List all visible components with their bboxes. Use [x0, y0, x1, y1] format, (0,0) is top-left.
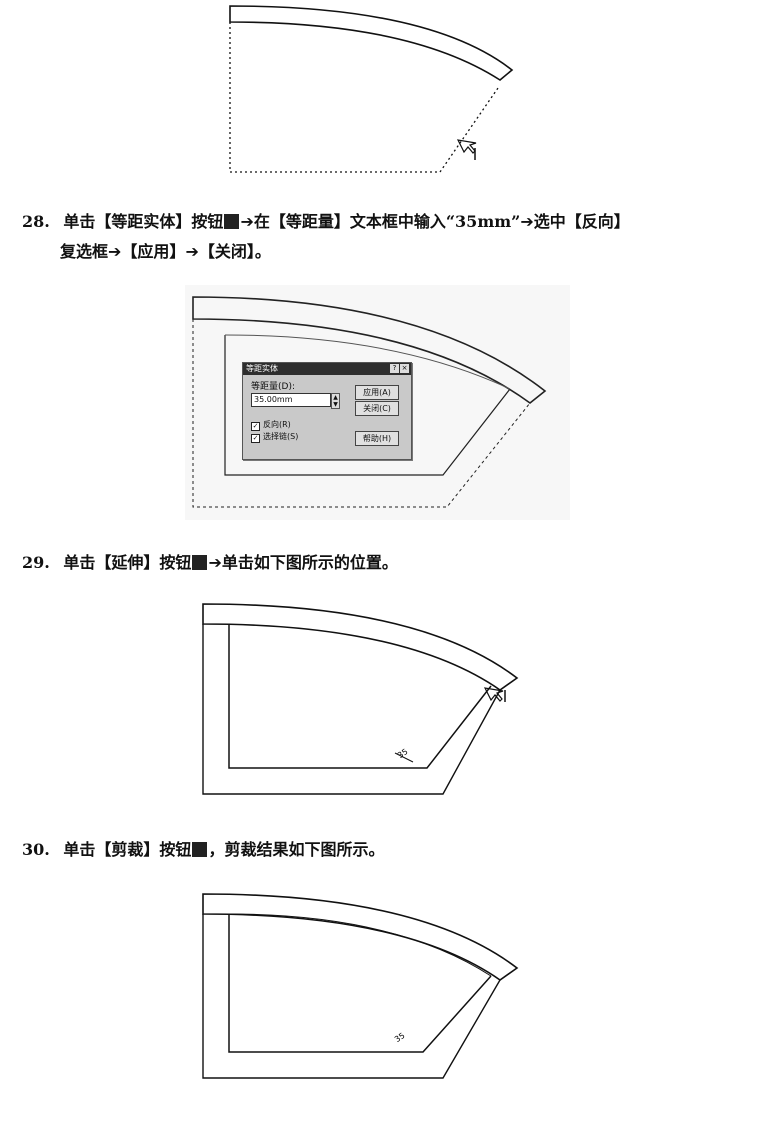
help-button[interactable]: 帮助(H)	[355, 431, 399, 446]
step-29: 29. 单击【延伸】按钮 ➔单击如下图所示的位置。	[22, 549, 398, 577]
step-text: ，剪裁结果如下图所示。	[208, 840, 385, 859]
close-icon[interactable]: ×	[400, 364, 409, 373]
dimension-label: 35	[393, 1031, 407, 1044]
step-30: 30. 单击【剪裁】按钮 ，剪裁结果如下图所示。	[22, 836, 384, 864]
cursor-icon	[483, 687, 504, 702]
dimension-label: 35	[396, 747, 410, 760]
figure-initial-sketch	[229, 5, 514, 173]
dialog-title: 等距实体	[246, 364, 278, 373]
step-text: 单击【延伸】按钮	[63, 553, 192, 572]
offset-entities-dialog: 等距实体 ? × 等距量(D): 35.00mm ▲▼ 应用(A) 关闭(C) …	[242, 362, 412, 460]
step-text: 单击【等距实体】按钮	[63, 212, 224, 231]
button-icon	[192, 842, 208, 857]
cursor-icon	[456, 139, 477, 154]
step-number: 30.	[22, 840, 50, 859]
step-28: 28. 单击【等距实体】按钮➔在【等距量】文本框中输入“35mm”➔选中【反向】	[22, 208, 630, 236]
arrow-icon: ➔	[108, 242, 122, 261]
step-number: 28.	[22, 212, 50, 231]
distance-input[interactable]: 35.00mm	[251, 393, 331, 407]
figure-extend: 35	[202, 603, 519, 795]
chain-label: 选择链(S)	[263, 432, 299, 441]
button-icon	[192, 555, 208, 570]
arrow-icon: ➔	[185, 242, 199, 261]
button-icon	[224, 214, 240, 229]
step-text: 选中【反向】	[533, 212, 630, 231]
help-icon[interactable]: ?	[390, 364, 399, 373]
arrow-icon: ➔	[520, 212, 534, 231]
checkbox-icon: ✓	[251, 434, 260, 443]
distance-spinner[interactable]: ▲▼	[331, 393, 340, 409]
step-text: 【关闭】。	[198, 242, 271, 261]
apply-button[interactable]: 应用(A)	[355, 385, 399, 400]
chain-checkbox[interactable]: ✓选择链(S)	[251, 431, 298, 443]
step-text: 单击【剪裁】按钮	[63, 840, 192, 859]
dialog-titlebar: 等距实体 ? ×	[243, 363, 411, 375]
reverse-label: 反向(R)	[263, 420, 291, 429]
step-text: 在【等距量】文本框中输入“35mm”	[253, 212, 521, 231]
arrow-icon: ➔	[240, 212, 254, 231]
arrow-icon: ➔	[208, 553, 222, 572]
checkbox-icon: ✓	[251, 422, 260, 431]
step-text: 【应用】	[121, 242, 186, 261]
step-28-line2: 复选框➔【应用】➔【关闭】。	[60, 238, 271, 266]
step-text: 复选框	[60, 242, 109, 261]
step-text: 单击如下图所示的位置。	[221, 553, 398, 572]
reverse-checkbox[interactable]: ✓反向(R)	[251, 419, 291, 431]
distance-label: 等距量(D):	[251, 382, 295, 392]
figure-trim-result: 35	[202, 893, 519, 1079]
close-button[interactable]: 关闭(C)	[355, 401, 399, 416]
step-number: 29.	[22, 553, 50, 572]
